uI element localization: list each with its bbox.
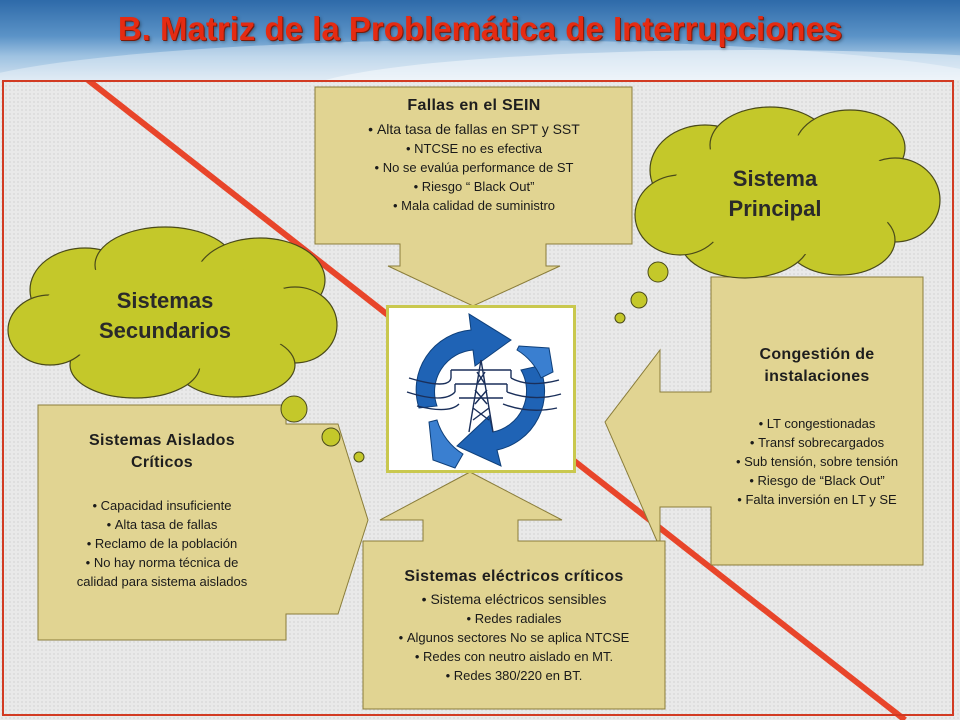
cloud-label-secundarios: Sistemas Secundarios <box>98 288 232 343</box>
list-item: Sub tensión, sobre tensión <box>712 452 922 471</box>
list-item: Transf sobrecargados <box>712 433 922 452</box>
list-item: NTCSE no es efectiva <box>318 139 630 158</box>
power-tower-cycle-icon <box>406 313 562 469</box>
thought-bubble-dot <box>630 291 648 309</box>
list-item: No se evalúa performance de ST <box>318 158 630 177</box>
list-item: Capacidad insuficiente <box>40 496 284 515</box>
list-item: Redes 380/220 en BT. <box>364 666 664 685</box>
cloud-sistemas-secundarios <box>7 226 338 399</box>
list-item: Redes radiales <box>364 609 664 628</box>
thought-bubble-dot <box>614 312 626 324</box>
list-item: Mala calidad de suministro <box>318 196 630 215</box>
list-item: Reclamo de la población <box>40 534 284 553</box>
congestion-title: Congestión de instalaciones <box>759 346 875 385</box>
list-item: Riesgo de “Black Out” <box>712 471 922 490</box>
aislados-list: Capacidad insuficiente Alta tasa de fall… <box>40 496 284 591</box>
center-logo <box>386 305 576 473</box>
congestion-list: LT congestionadas Transf sobrecargados S… <box>712 414 922 509</box>
thought-bubble-dot <box>647 261 669 283</box>
list-item: LT congestionadas <box>712 414 922 433</box>
header-banner: B. Matriz de la Problemática de Interrup… <box>0 0 960 80</box>
fallas-box: Fallas en el SEIN Alta tasa de fallas en… <box>318 96 630 215</box>
aislados-box: Sistemas Aislados Críticos Capacidad ins… <box>40 430 284 591</box>
fallas-title: Fallas en el SEIN <box>407 97 541 114</box>
list-item: Redes con neutro aislado en MT. <box>364 647 664 666</box>
aislados-title: Sistemas Aislados Críticos <box>89 432 235 471</box>
list-item: Riesgo “ Black Out” <box>318 177 630 196</box>
page-title: B. Matriz de la Problemática de Interrup… <box>117 10 843 47</box>
thought-bubble-dot <box>280 395 308 423</box>
fallas-list: Alta tasa de fallas en SPT y SST NTCSE n… <box>318 120 630 215</box>
list-item: Falta inversión en LT y SE <box>712 490 922 509</box>
congestion-box: Congestión de instalaciones LT congestio… <box>712 344 922 509</box>
content-frame <box>2 80 954 716</box>
thought-bubble-dot <box>353 451 365 463</box>
list-item: Alta tasa de fallas <box>40 515 284 534</box>
electricos-title: Sistemas eléctricos críticos <box>404 568 624 585</box>
list-item: No hay norma técnica de calidad para sis… <box>72 553 252 591</box>
electricos-list: Sistema eléctricos sensibles Redes radia… <box>364 590 664 685</box>
list-item: Algunos sectores No se aplica NTCSE <box>364 628 664 647</box>
cloud-label-principal: Sistema Principal <box>728 166 822 221</box>
list-item: Alta tasa de fallas en SPT y SST <box>318 120 630 139</box>
electricos-box: Sistemas eléctricos críticos Sistema elé… <box>364 567 664 685</box>
cloud-sistema-principal <box>634 106 941 279</box>
list-item: Sistema eléctricos sensibles <box>364 590 664 609</box>
thought-bubble-dot <box>321 427 341 447</box>
